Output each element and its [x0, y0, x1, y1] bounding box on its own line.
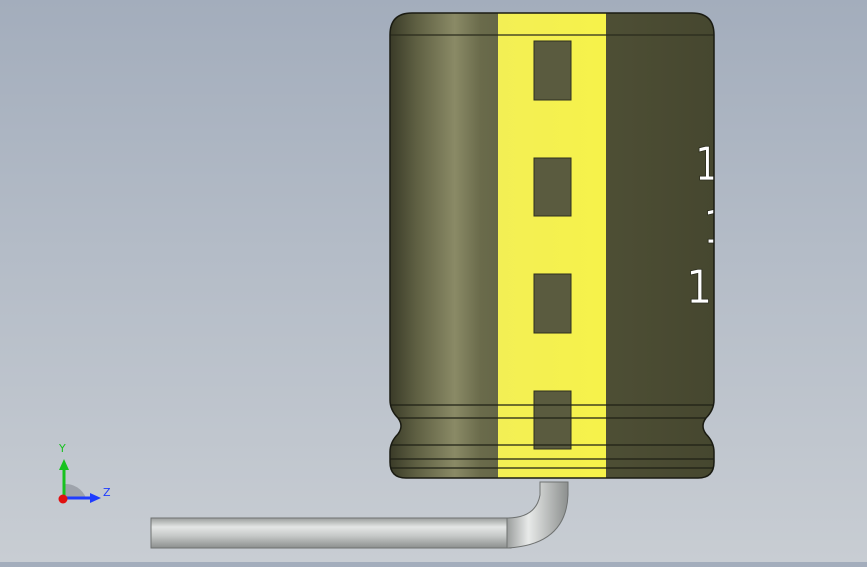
capacitor-marking: 1 1 1C — [686, 138, 741, 315]
coordinate-triad[interactable] — [58, 459, 102, 504]
triad-plane-icon — [64, 483, 86, 498]
z-axis-label: Z — [103, 486, 111, 499]
marking-line-2: 1 — [703, 200, 729, 254]
stripe-marks — [533, 40, 572, 450]
marking-line-3: 1C — [686, 260, 741, 314]
lead-wire — [150, 481, 569, 549]
y-axis-label: Y — [59, 442, 66, 455]
origin-dot — [58, 494, 68, 504]
bottom-rings — [390, 404, 714, 469]
capacitor-body: 1 1 1C — [390, 13, 741, 478]
marking-line-1: 1 — [695, 138, 719, 192]
